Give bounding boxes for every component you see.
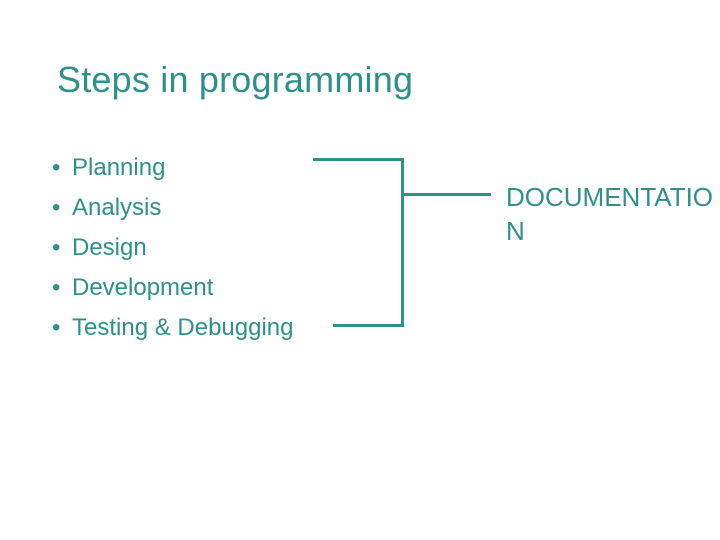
bracket-stem-line: [401, 193, 491, 196]
steps-bullet-list: • Planning • Analysis • Design • Development…: [52, 148, 372, 348]
list-item: • Planning: [52, 148, 372, 188]
list-item-label: Design: [72, 234, 147, 261]
list-item-label: Testing & Debugging: [72, 314, 294, 341]
bullet-icon: •: [52, 274, 61, 301]
list-item-label: Analysis: [72, 194, 162, 221]
list-item-label: Planning: [72, 154, 166, 181]
bracket-bottom-line: [333, 324, 404, 327]
documentation-label: DOCUMENTATION: [506, 182, 714, 246]
list-item: • Testing & Debugging: [52, 308, 372, 348]
bullet-icon: •: [52, 314, 61, 341]
list-item: • Analysis: [52, 188, 372, 228]
bracket-top-line: [313, 158, 404, 161]
page-title: Steps in programming: [57, 59, 414, 100]
bracket-vertical-line: [401, 158, 404, 327]
list-item-label: Development: [72, 274, 214, 301]
bullet-icon: •: [52, 154, 61, 181]
bullet-icon: •: [52, 194, 61, 221]
list-item: • Development: [52, 268, 372, 308]
list-item: • Design: [52, 228, 372, 268]
bullet-icon: •: [52, 234, 61, 261]
